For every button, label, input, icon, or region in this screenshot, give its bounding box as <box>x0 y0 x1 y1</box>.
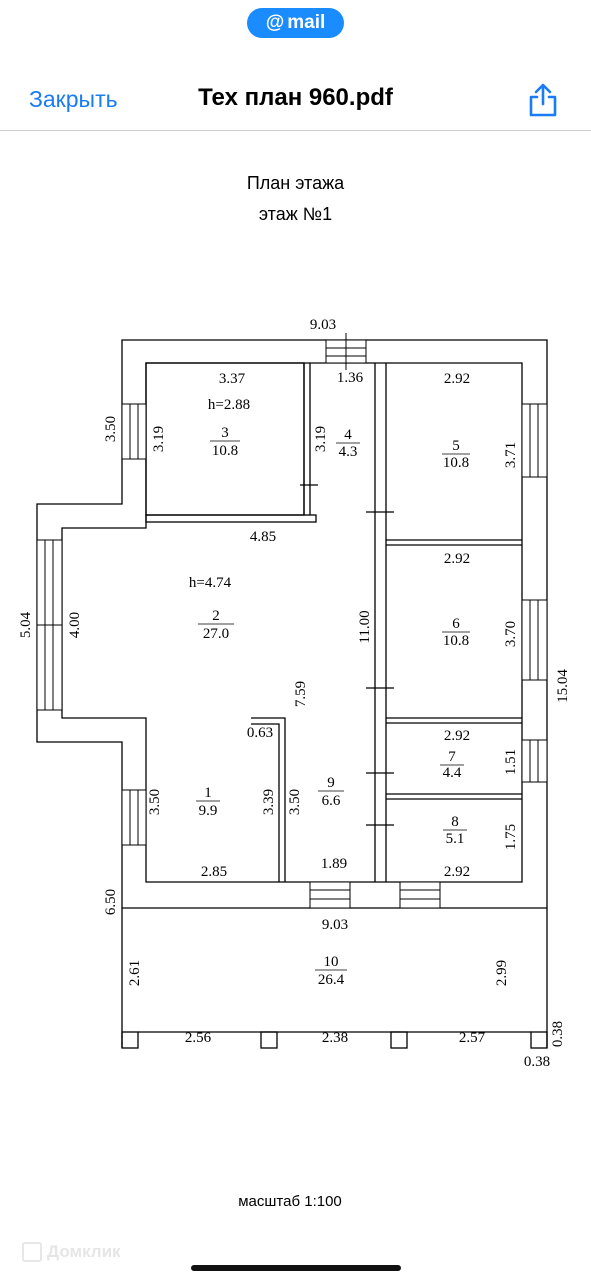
dim-room5-top: 2.92 <box>444 371 470 387</box>
room2-number: 2 <box>212 608 220 624</box>
dim-top-total: 9.03 <box>310 317 336 333</box>
dim-seg1: 2.56 <box>185 1030 212 1046</box>
plan-title: План этажа <box>246 173 345 193</box>
navigation-bar: Закрыть Тех план 960.pdf <box>0 70 591 130</box>
mail-app-pill[interactable]: @ mail <box>247 8 344 38</box>
dim-room9-bottom: 1.89 <box>321 856 347 872</box>
room10-number: 10 <box>324 954 339 970</box>
height-room3: h=2.88 <box>208 397 250 413</box>
dim-room5-right: 3.71 <box>503 442 519 468</box>
share-icon[interactable] <box>527 82 559 118</box>
floor-title: этаж №1 <box>258 204 333 224</box>
room7-area: 4.4 <box>443 765 462 781</box>
dim-left-inner: 4.00 <box>67 612 83 638</box>
navbar-divider <box>0 130 591 131</box>
dim-room7-right: 1.51 <box>503 749 519 775</box>
dim-room8-bottom: 2.92 <box>444 864 470 880</box>
dim-left-low: 6.50 <box>103 889 119 915</box>
dim-room3-bottom: 4.85 <box>250 529 276 545</box>
dim-room3-top: 3.37 <box>219 371 246 387</box>
room5-number: 5 <box>452 438 460 454</box>
room6-area: 10.8 <box>443 633 469 649</box>
room4-number: 4 <box>344 427 352 443</box>
room7-number: 7 <box>448 749 456 765</box>
dim-stair-length: 7.59 <box>293 681 309 707</box>
room5-area: 10.8 <box>443 455 469 471</box>
walls <box>36 339 548 1049</box>
room1-number: 1 <box>204 785 212 801</box>
room3-area: 10.8 <box>212 443 238 459</box>
dim-room6-right: 3.70 <box>503 621 519 647</box>
domclick-logo-icon <box>22 1242 42 1262</box>
dim-right-total: 15.04 <box>555 669 571 703</box>
room8-area: 5.1 <box>446 831 465 847</box>
document-title: Тех план 960.pdf <box>198 84 393 111</box>
dim-room10-left: 2.61 <box>127 960 143 986</box>
room10-area: 26.4 <box>318 972 345 988</box>
dim-post-w: 0.38 <box>524 1054 550 1070</box>
dim-room8-right: 1.75 <box>503 824 519 850</box>
room4-area: 4.3 <box>339 444 358 460</box>
room8-number: 8 <box>451 814 459 830</box>
mail-pill-label: mail <box>287 12 326 33</box>
room2-area: 27.0 <box>203 626 229 642</box>
dimension-labels: 9.03 1.36 3.37 2.92 h=2.88 3.50 3.19 3.1… <box>18 317 571 1070</box>
dim-room1-right: 3.39 <box>261 789 277 815</box>
dim-seg2: 2.38 <box>322 1030 348 1046</box>
dim-room1-bottom: 2.85 <box>201 864 227 880</box>
dim-left-wall-top: 3.50 <box>103 416 119 442</box>
height-room2: h=4.74 <box>189 575 232 591</box>
dim-post-h: 0.38 <box>550 1021 566 1047</box>
room9-area: 6.6 <box>322 793 341 809</box>
scale-label: масштаб 1:100 <box>238 1193 342 1210</box>
room9-number: 9 <box>327 775 335 791</box>
dim-room9-left: 3.50 <box>287 789 303 815</box>
room6-number: 6 <box>452 616 460 632</box>
dim-room7-top: 2.92 <box>444 728 470 744</box>
dim-room10-right: 2.99 <box>494 960 510 986</box>
close-button[interactable]: Закрыть <box>29 86 118 112</box>
watermark: Домклик <box>22 1242 121 1262</box>
room1-area: 9.9 <box>199 803 218 819</box>
windows <box>36 333 548 909</box>
dim-seg3: 2.57 <box>459 1030 486 1046</box>
dim-room6-top: 2.92 <box>444 551 470 567</box>
dim-room3-left: 3.19 <box>151 426 167 452</box>
dim-room1-left: 3.50 <box>147 789 163 815</box>
dim-bottom-total: 9.03 <box>322 917 348 933</box>
dim-left-outer: 5.04 <box>18 611 34 638</box>
watermark-text: Домклик <box>47 1242 121 1261</box>
dim-top-stair: 1.36 <box>337 370 364 386</box>
at-icon: @ <box>265 12 285 33</box>
room3-number: 3 <box>221 425 229 441</box>
home-indicator[interactable] <box>191 1265 401 1271</box>
dim-room3-right: 3.19 <box>313 426 329 452</box>
dim-room1-top: 0.63 <box>247 725 273 741</box>
dim-corridor: 11.00 <box>357 610 373 643</box>
